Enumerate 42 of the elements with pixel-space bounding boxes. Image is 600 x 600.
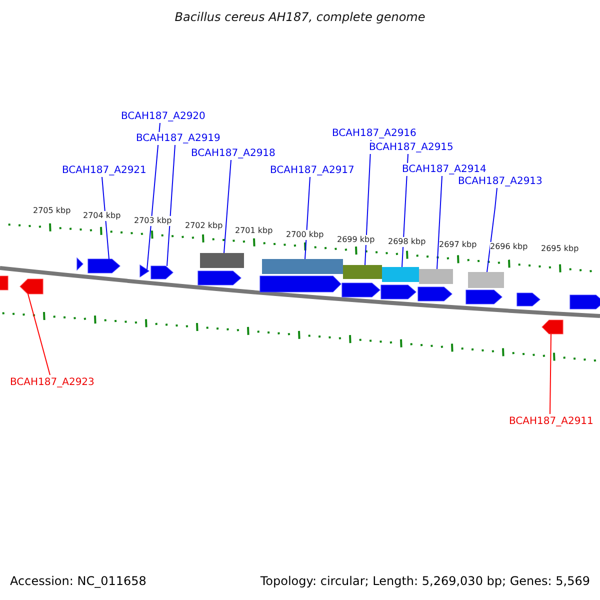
feature-bar: [262, 259, 343, 274]
scale-label: 2695 kbp: [541, 244, 579, 254]
scale-label: 2702 kbp: [185, 221, 223, 231]
leader-line: [166, 144, 176, 266]
scale-label: 2699 kbp: [337, 235, 375, 245]
scale-label: 2700 kbp: [286, 230, 324, 240]
scale-label: 2703 kbp: [134, 216, 172, 226]
gene-label: BCAH187_A2921: [62, 164, 146, 177]
gene-feature: [542, 320, 564, 334]
leader-line: [224, 160, 232, 254]
leader-line: [486, 188, 498, 272]
leader-line: [304, 176, 310, 260]
leader-line: [436, 176, 442, 270]
scale-label: 2705 kbp: [33, 206, 71, 216]
genome-info-text: Topology: circular; Length: 5,269,030 bp; Genes: 5,569: [260, 575, 590, 588]
feature-bar: [468, 272, 504, 288]
feature-bar: [343, 265, 382, 279]
scale-label: 2697 kbp: [439, 240, 477, 250]
gene-label: BCAH187_A2916: [332, 127, 416, 140]
scale-label: 2698 kbp: [388, 237, 426, 247]
scale-label: 2704 kbp: [83, 211, 121, 221]
feature-bar: [200, 253, 244, 268]
gene-label: BCAH187_A2919: [136, 132, 220, 145]
gene-label: BCAH187_A2923: [10, 376, 94, 389]
gene-feature: [20, 278, 44, 294]
accession-text: Accession: NC_011658: [10, 575, 146, 588]
gene-label: BCAH187_A2915: [369, 141, 454, 154]
gene-label: BCAH187_A2911: [509, 415, 594, 428]
feature-bar: [382, 267, 419, 282]
feature-bar: [419, 269, 453, 284]
gene-label: BCAH187_A2918: [191, 147, 276, 160]
leader-line: [550, 334, 552, 414]
gene-label: BCAH187_A2914: [402, 163, 486, 176]
scale-label: 2696 kbp: [490, 242, 528, 252]
scale-label: 2701 kbp: [235, 226, 273, 236]
gene-label: BCAH187_A2913: [458, 175, 542, 188]
leader-line: [102, 176, 110, 260]
gene-label: BCAH187_A2917: [270, 164, 354, 177]
gene-feature: [88, 258, 120, 274]
title: Bacillus cereus AH187, complete genome: [174, 11, 426, 24]
gene-label: BCAH187_A2920: [121, 110, 206, 123]
leader-line: [28, 294, 50, 376]
